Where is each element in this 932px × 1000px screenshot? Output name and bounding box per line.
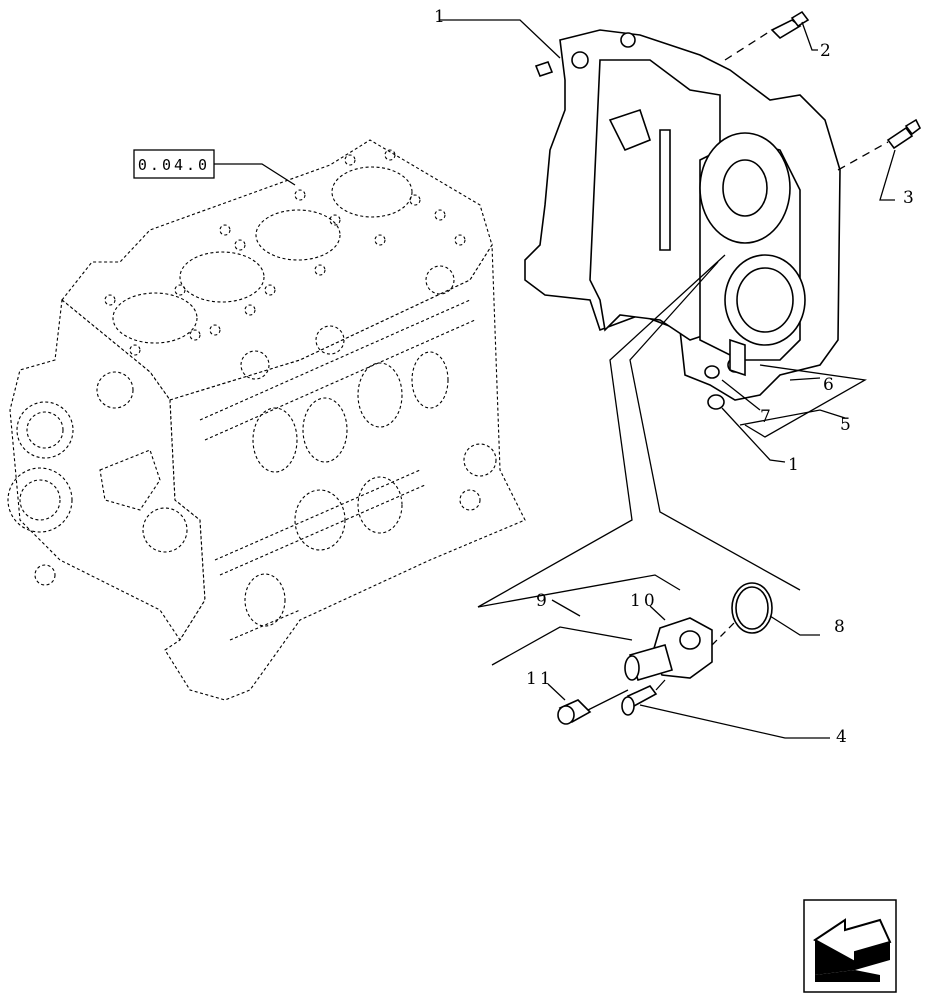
reference-leader [214, 163, 296, 186]
bracket-9-right [629, 261, 801, 591]
leader-1-top [440, 19, 561, 59]
leader-2 [801, 21, 818, 51]
plug-11 [557, 699, 592, 725]
assembly-line-11 [587, 689, 629, 711]
bracket-5-6 [744, 364, 867, 438]
assembly-line-3 [837, 141, 889, 171]
timing-cover [524, 29, 841, 401]
leader-7 [721, 379, 761, 411]
assembly-line-2 [724, 29, 773, 61]
leader-8 [769, 615, 820, 636]
engine-block-dashed [7, 139, 526, 701]
plug-bottom [704, 365, 725, 410]
leader-11 [547, 683, 566, 701]
callout-9: 9 [536, 591, 547, 611]
bracket-9-left [477, 254, 726, 608]
next-page-button[interactable] [803, 899, 897, 993]
callout-8: 8 [834, 617, 845, 637]
assembly-line-8 [711, 621, 736, 646]
callout-3: 3 [903, 188, 914, 208]
leader-5 [739, 409, 846, 426]
bracket-9-top [477, 574, 681, 608]
leader-1-bottom [721, 407, 786, 463]
callout-7: 7 [760, 407, 771, 427]
next-page-arrow-icon [813, 918, 892, 982]
pump-housing [624, 617, 713, 681]
callout-5: 5 [840, 415, 851, 435]
leader-9 [551, 599, 581, 617]
leader-4 [639, 704, 830, 739]
plug-top [534, 61, 554, 77]
callout-1-bottom: 1 [788, 455, 799, 475]
callout-6: 6 [823, 375, 834, 395]
callout-2: 2 [820, 41, 831, 61]
bolt-right [886, 118, 922, 150]
bolt-4 [621, 685, 658, 716]
o-ring [731, 582, 773, 634]
reference-tag[interactable]: 0.04.0 [133, 149, 215, 179]
callout-10: 10 [630, 591, 658, 611]
callout-4: 4 [836, 727, 847, 747]
leader-6 [789, 377, 821, 381]
reference-label: 0.04.0 [138, 156, 210, 174]
callout-11: 11 [526, 669, 554, 689]
leader-10 [649, 605, 666, 621]
bracket-11 [491, 626, 633, 666]
callout-1-top: 1 [434, 7, 445, 27]
bolt-top [770, 10, 810, 40]
assembly-line-4 [655, 679, 666, 691]
leader-3 [879, 149, 896, 201]
